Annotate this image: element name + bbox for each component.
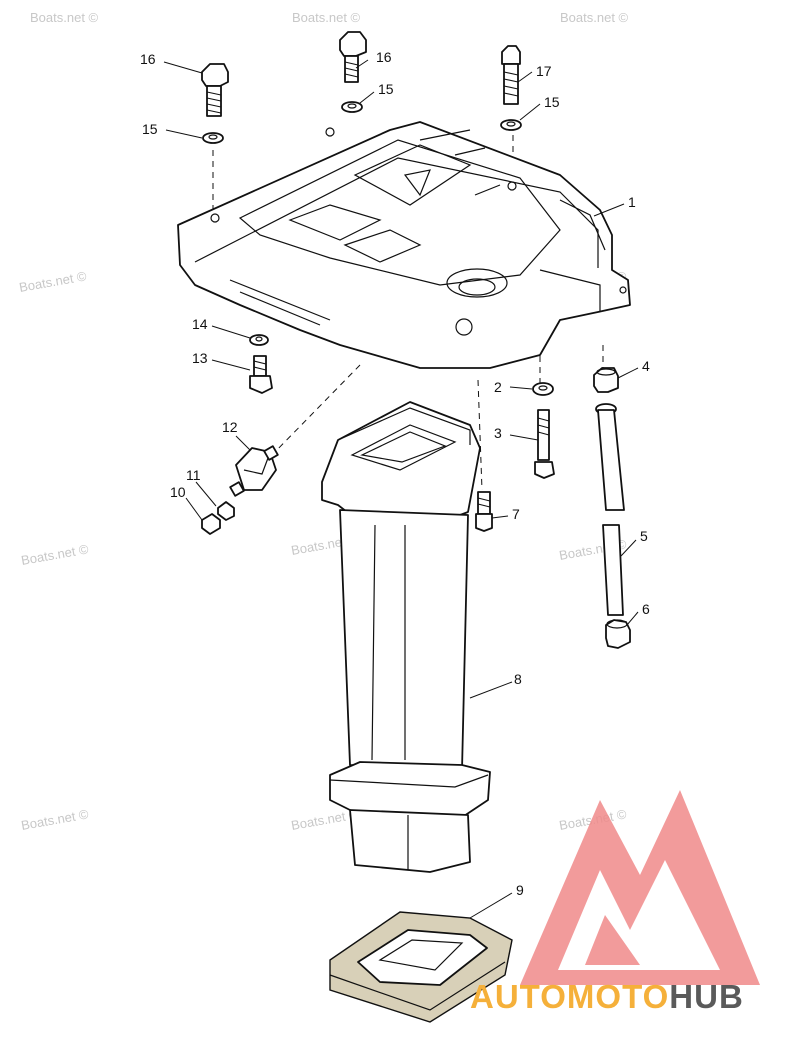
watermark-layer: Boats.net © Boats.net © Boats.net © Boat… [18, 10, 629, 833]
callout-6: 6 [642, 601, 650, 617]
mounting-plate [177, 121, 631, 369]
callout-15: 15 [378, 81, 394, 97]
callout-4: 4 [642, 358, 650, 374]
callout-3: 3 [494, 425, 502, 441]
brand-text-hub: HUB [669, 978, 744, 1015]
drive-shaft-housing [321, 401, 491, 873]
bolt-center-right [532, 382, 555, 479]
bolt-middle [339, 31, 367, 113]
watermark: Boats.net © [30, 10, 99, 25]
callout-13: 13 [192, 350, 208, 366]
callout-15: 15 [544, 94, 560, 110]
leader-lines [163, 59, 639, 919]
bolt-right [500, 45, 522, 131]
rubber-mount [201, 445, 279, 535]
callout-10: 10 [170, 484, 186, 500]
callout-8: 8 [514, 671, 522, 687]
callout-1: 1 [628, 194, 636, 210]
watermark: Boats.net © [18, 268, 88, 295]
callout-17: 17 [536, 63, 552, 79]
watermark: Boats.net © [20, 541, 90, 568]
callout-16: 16 [140, 51, 156, 67]
bolt-lower-left [249, 334, 273, 394]
callout-12: 12 [222, 419, 238, 435]
callout-9: 9 [516, 882, 524, 898]
watermark: Boats.net © [292, 10, 361, 25]
callout-5: 5 [640, 528, 648, 544]
callout-14: 14 [192, 316, 208, 332]
brand-wordmark: AUTOMOTOHUB [470, 975, 800, 1019]
callout-2: 2 [494, 379, 502, 395]
callout-11: 11 [186, 467, 201, 483]
callout-7: 7 [512, 506, 520, 522]
water-tube-assembly [593, 367, 631, 649]
callout-16: 16 [376, 49, 392, 65]
brand-text-moto: MOTO [566, 978, 670, 1015]
bolt-left [201, 63, 229, 144]
brand-text-auto: AUTO [470, 978, 567, 1015]
screw-7 [475, 491, 493, 532]
callout-labels: 16 16 17 15 15 15 1 14 13 2 3 4 5 6 7 8 … [140, 49, 650, 898]
callout-15: 15 [142, 121, 158, 137]
watermark: Boats.net © [560, 10, 629, 25]
brand-logo-mark [520, 790, 760, 985]
lower-gasket [329, 911, 513, 1023]
watermark: Boats.net © [20, 806, 90, 833]
